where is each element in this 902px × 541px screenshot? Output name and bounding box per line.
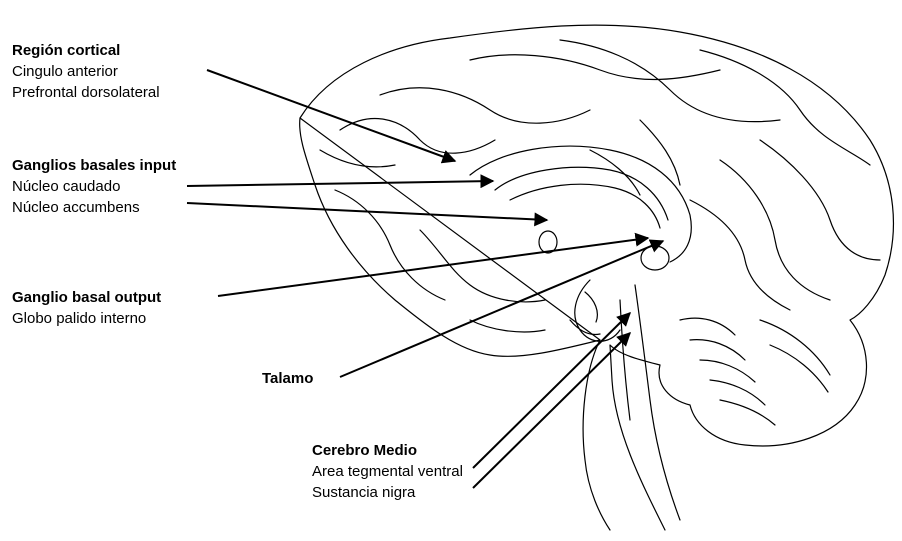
cerebellum-folds xyxy=(680,318,830,425)
thalamus-shape xyxy=(641,246,669,270)
arrow-accumbens xyxy=(187,203,547,220)
label-thalamus-heading: Talamo xyxy=(262,368,313,389)
label-midbrain-heading: Cerebro Medio xyxy=(312,440,463,461)
label-thalamus: Talamo xyxy=(262,368,313,389)
label-cortical-line-2: Prefrontal dorsolateral xyxy=(12,82,160,103)
label-midbrain-line-2: Sustancia nigra xyxy=(312,482,463,503)
label-basal-output-line-1: Globo palido interno xyxy=(12,308,161,329)
label-cortical-heading: Región cortical xyxy=(12,40,160,61)
arrow-vta xyxy=(473,313,630,468)
label-basal-output: Ganglio basal output Globo palido intern… xyxy=(12,287,161,329)
label-basal-output-heading: Ganglio basal output xyxy=(12,287,161,308)
corpus-callosum xyxy=(470,146,691,262)
label-basal-input-line-2: Núcleo accumbens xyxy=(12,197,176,218)
label-cortical-line-1: Cingulo anterior xyxy=(12,61,160,82)
label-basal-input-line-1: Núcleo caudado xyxy=(12,176,176,197)
label-basal-input-heading: Ganglios basales input xyxy=(12,155,176,176)
label-cortical: Región cortical Cingulo anterior Prefron… xyxy=(12,40,160,103)
label-basal-input: Ganglios basales input Núcleo caudado Nú… xyxy=(12,155,176,218)
arrow-caudate xyxy=(187,181,493,186)
label-midbrain: Cerebro Medio Area tegmental ventral Sus… xyxy=(312,440,463,503)
brainstem-lines xyxy=(570,280,680,520)
gyri-lines xyxy=(320,40,880,332)
label-midbrain-line-1: Area tegmental ventral xyxy=(312,461,463,482)
